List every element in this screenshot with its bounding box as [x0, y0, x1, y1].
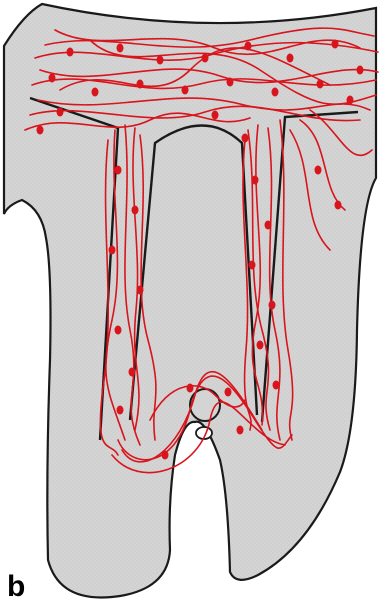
tooth-body — [4, 4, 376, 598]
panel-label: b — [7, 572, 25, 602]
